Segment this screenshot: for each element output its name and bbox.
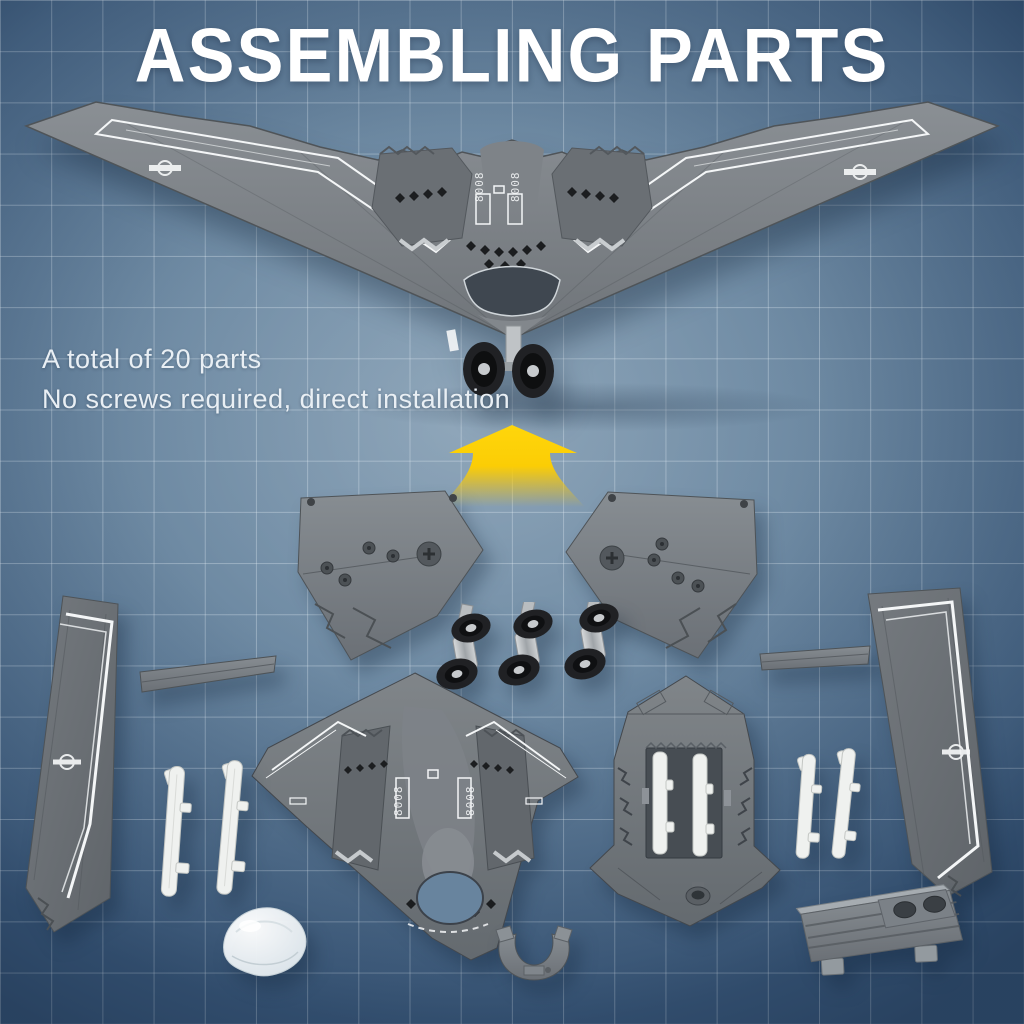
windshield-glass xyxy=(463,265,561,317)
cockpit-opening xyxy=(416,871,484,925)
part-display-stand xyxy=(795,884,964,976)
wing-roundel xyxy=(53,754,81,770)
part-left-wing xyxy=(25,595,277,933)
missile xyxy=(216,760,249,895)
part-missiles-right xyxy=(795,748,861,859)
part-left-underside-panel xyxy=(297,490,484,661)
info-line-no-screws: No screws required, direct installation xyxy=(42,384,511,414)
wing-roundel xyxy=(942,744,970,760)
screw-posts xyxy=(307,494,457,587)
missile xyxy=(795,753,823,859)
assembled-model-photo: 8008 8008 xyxy=(23,101,1001,398)
part-missiles-left xyxy=(160,760,249,897)
stencil-code-left: 8008 xyxy=(473,172,486,203)
bay-missiles xyxy=(652,751,715,857)
engine-nacelles xyxy=(331,725,535,871)
stencil-code-left: 8008 xyxy=(392,786,405,817)
part-center-fuselage: 8008 8008 xyxy=(251,672,579,961)
stencil-code-right: 8008 xyxy=(464,786,477,817)
wing-roundels xyxy=(149,160,876,180)
cockpit: 8008 8008 xyxy=(463,141,561,340)
screw-posts xyxy=(599,494,748,593)
part-canopy xyxy=(223,907,307,977)
up-arrow-icon xyxy=(440,425,585,507)
part-right-wing xyxy=(759,587,993,897)
rail-chevrons xyxy=(617,767,753,846)
part-weapons-bay xyxy=(589,675,781,927)
surface-markings xyxy=(265,720,567,933)
nose-landing-gear xyxy=(446,325,554,398)
missile xyxy=(831,748,861,859)
missile xyxy=(160,765,192,897)
engine-nacelles xyxy=(371,145,653,252)
wing-stripe xyxy=(877,600,980,880)
page-title: ASSEMBLING PARTS xyxy=(134,13,890,98)
stand-mount-hole xyxy=(685,882,711,906)
model-shadow xyxy=(250,372,930,442)
wing-stripes xyxy=(93,118,931,254)
info-line-parts-count: A total of 20 parts xyxy=(42,344,262,374)
wing-flap-strip xyxy=(139,655,277,693)
wing-stripe xyxy=(59,612,114,899)
part-nose-cap xyxy=(495,925,573,981)
stencil-code-right: 8008 xyxy=(509,172,522,203)
